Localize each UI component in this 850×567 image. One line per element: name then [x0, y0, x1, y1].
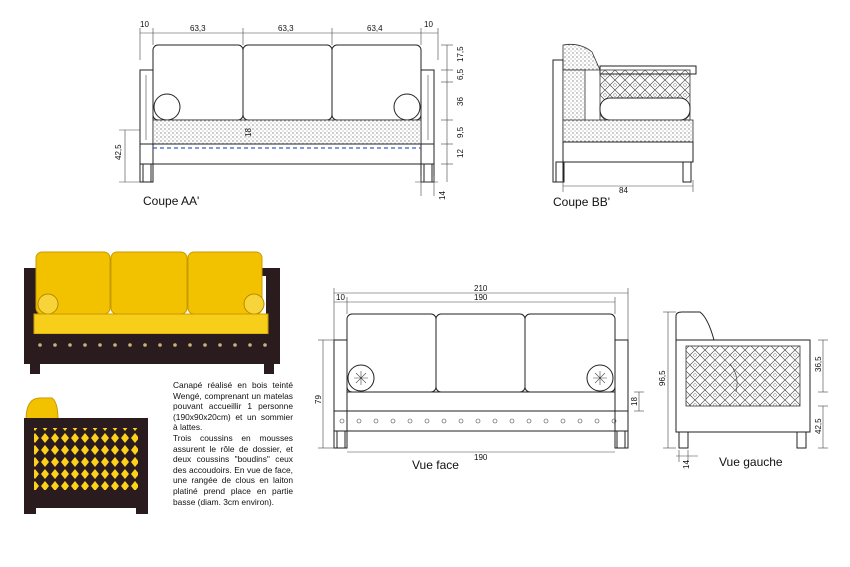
gauche-dim-left: 96,5	[658, 370, 667, 386]
aa-dim-right-1: 17,5	[456, 46, 465, 62]
aa-dim-center: 18	[244, 128, 253, 137]
aa-dim-top-4: 63,4	[367, 24, 383, 33]
aa-dim-top-2: 63,3	[190, 24, 206, 33]
face-dim-bottom: 190	[474, 453, 488, 462]
face-dim-total: 210	[474, 284, 488, 293]
face-dim-left: 79	[314, 395, 323, 404]
description-text: Canapé réalisé en bois teinté Wengé, com…	[173, 380, 293, 507]
coupe-aa-title: Coupe AA'	[143, 194, 199, 208]
sofa-photo-side	[24, 397, 148, 514]
face-dim-inner-left: 10	[336, 293, 345, 302]
coupe-bb-drawing	[552, 43, 697, 192]
coupe-aa-drawing	[119, 28, 453, 196]
description-paragraph-2: Trois coussins en mousses assurent le rô…	[173, 432, 293, 507]
aa-dim-top-5: 10	[424, 20, 433, 29]
aa-dim-right-4: 9,5	[456, 126, 465, 138]
gauche-dim-bottom: 14	[682, 460, 691, 469]
coupe-bb-title: Coupe BB'	[553, 195, 610, 209]
aa-dim-right-3: 36	[456, 97, 465, 106]
sofa-photo-front	[24, 251, 280, 374]
aa-dim-left: 42,5	[114, 144, 123, 160]
bb-dim-bottom: 84	[619, 186, 628, 195]
vue-face-drawing	[318, 288, 644, 453]
description-paragraph-1: Canapé réalisé en bois teinté Wengé, com…	[173, 380, 293, 433]
vue-gauche-drawing	[663, 311, 828, 462]
aa-dim-right-5: 12	[456, 149, 465, 158]
aa-dim-top-1: 10	[140, 20, 149, 29]
face-dim-inner: 190	[474, 293, 488, 302]
gauche-dim-right-1: 36,5	[814, 356, 823, 372]
aa-dim-top-3: 63,3	[278, 24, 294, 33]
vue-face-title: Vue face	[412, 458, 459, 472]
face-dim-right: 18	[630, 397, 639, 406]
aa-dim-right-2: 6,5	[456, 68, 465, 80]
vue-gauche-title: Vue gauche	[719, 455, 783, 469]
gauche-dim-right-2: 42,5	[814, 418, 823, 434]
aa-dim-bottom: 14	[438, 191, 447, 200]
